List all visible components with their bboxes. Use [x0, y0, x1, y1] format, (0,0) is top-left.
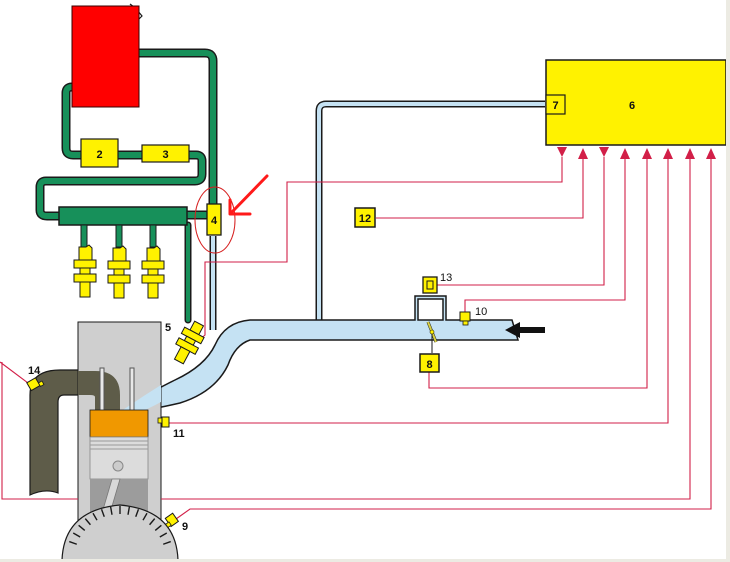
idle-valve: 13 [422, 272, 452, 294]
ecu-pin-arrows [557, 147, 716, 159]
wire-8-to-ecu [428, 157, 648, 389]
coolant-sensor: 11 [157, 416, 185, 440]
crank-tooth [149, 518, 156, 526]
wire-ecu-to-5 [197, 157, 563, 342]
crank-tooth [100, 509, 105, 518]
crank-wheel [61, 504, 179, 561]
highlight-circle [194, 186, 236, 254]
air-inlet-arrow [505, 322, 545, 338]
label-2: 2 [96, 149, 102, 161]
crank-tooth [154, 524, 162, 531]
fuel-injectors [73, 244, 165, 299]
label-7: 7 [552, 100, 558, 112]
highlight-arrow-icon [228, 174, 269, 216]
frame-edge-bottom [0, 559, 730, 562]
crank-wheel-teeth [69, 506, 171, 545]
crank-tooth [109, 506, 113, 515]
fuel-tank [71, 3, 143, 108]
crank-tooth [135, 509, 140, 518]
piston-crown [89, 409, 149, 438]
ecu-pin-arrow-in-10 [620, 148, 630, 159]
label-3: 3 [162, 149, 168, 161]
ecu-pin-arrow-out-13 [599, 147, 609, 157]
lambda-sensor [26, 377, 45, 392]
crank-tooth [162, 540, 171, 545]
crank-tooth [84, 518, 91, 526]
ecu: 6 7 [545, 59, 727, 146]
crank-tooth [92, 512, 98, 521]
crank-tooth [78, 524, 86, 531]
label-9: 9 [182, 521, 188, 533]
fuel-pump: 2 [80, 138, 119, 168]
label-11: 11 [173, 428, 185, 440]
signal-wires [0, 157, 712, 520]
ecu-pin-arrow-out-5 [557, 147, 567, 157]
wire-9-to-ecu [175, 157, 712, 520]
cold-start-injector [173, 320, 205, 365]
crank-tooth [72, 532, 81, 538]
crank-tooth [159, 532, 168, 538]
crank-tooth [127, 506, 131, 515]
label-10: 10 [475, 306, 487, 318]
fuel-filter: 3 [141, 144, 190, 163]
fuel-lines [35, 48, 218, 324]
ecu-pin-arrow-in-12 [578, 148, 588, 159]
intake-duct [117, 100, 545, 413]
wire-12-to-ecu [376, 157, 584, 219]
highlight-annotation [194, 174, 269, 254]
wire-10-to-ecu [464, 157, 626, 315]
ecu-pin-arrow-in-8 [642, 148, 652, 159]
crank-sensor [164, 512, 180, 529]
wire-ecu-to-13 [437, 157, 605, 286]
ecu-pin-arrow-in-14 [685, 148, 695, 159]
pressure-regulator: 4 [206, 203, 222, 236]
ignition-input: 12 [354, 207, 376, 228]
ecu-pin-arrow-in-11 [663, 148, 673, 159]
ecu-pin-arrow-in-9 [706, 148, 716, 159]
crank-tooth [69, 540, 78, 545]
label-4: 4 [211, 215, 218, 227]
injector-1 [73, 244, 97, 298]
label-12: 12 [359, 213, 371, 225]
injector-2 [107, 245, 131, 299]
label-13: 13 [440, 272, 452, 284]
wire-11-to-ecu [164, 157, 669, 424]
label-14: 14 [28, 365, 41, 377]
engine [29, 321, 179, 561]
fuel-rail [58, 206, 188, 226]
piston [89, 436, 149, 480]
ecu-pressure-sensor [545, 94, 566, 115]
wire-14-to-ecu [0, 157, 691, 500]
label-5: 5 [165, 322, 171, 334]
air-temp-sensor: 10 [459, 306, 487, 326]
label-6: 6 [629, 100, 635, 112]
crank-tooth [142, 512, 148, 521]
label-8: 8 [426, 359, 432, 371]
frame-edge-right [726, 0, 730, 562]
throttle-switch: 8 [419, 353, 440, 373]
injector-3 [141, 245, 165, 299]
